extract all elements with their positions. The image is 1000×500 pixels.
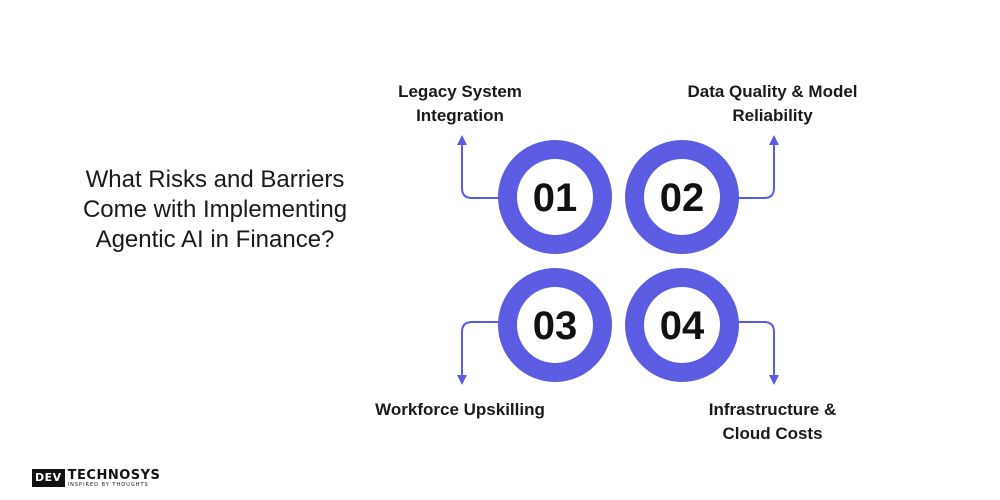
connector-02: [738, 135, 779, 199]
step-number-01: 01: [533, 176, 578, 220]
step-label-02: Data Quality & Model Reliability: [687, 82, 858, 125]
connector-01: [457, 135, 500, 199]
logo-mark: DEV: [32, 469, 65, 487]
logo-name: TECHNOSYS: [67, 467, 161, 483]
step-label-03: Workforce Upskilling: [375, 400, 545, 419]
step-number-02: 02: [660, 176, 705, 220]
step-label-01: Legacy System Integration: [398, 82, 522, 125]
connector-04: [738, 321, 779, 385]
step-number-03: 03: [533, 304, 578, 348]
diagram-title: What Risks and Barriers Come with Implem…: [82, 166, 348, 253]
step-number-04: 04: [660, 304, 705, 348]
company-logo: DEV TECHNOSYS INSPIRED BY THOUGHTS: [32, 466, 160, 490]
step-ring-04: 04: [625, 268, 739, 382]
connector-03: [457, 321, 500, 385]
step-label-04: Infrastructure & Cloud Costs: [708, 400, 837, 443]
logo-tagline: INSPIRED BY THOUGHTS: [67, 481, 149, 488]
step-ring-02: 02: [625, 140, 739, 254]
step-ring-01: 01: [498, 140, 612, 254]
step-ring-03: 03: [498, 268, 612, 382]
